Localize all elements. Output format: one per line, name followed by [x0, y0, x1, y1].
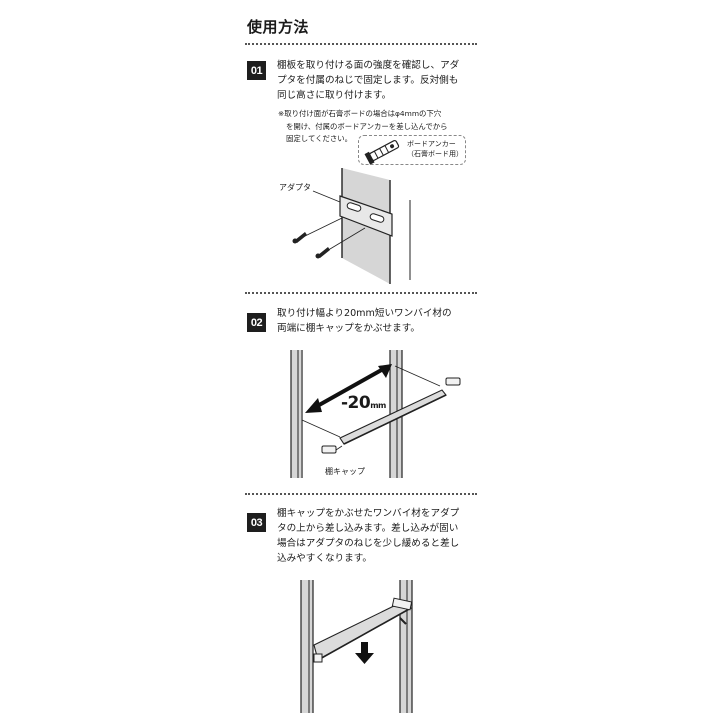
shelf-cap-icon: [321, 445, 337, 454]
section-divider: [245, 43, 477, 45]
shelf-cap-icon: [445, 377, 461, 386]
dimension-value: -20: [341, 393, 371, 413]
section-divider: [245, 493, 477, 495]
step-02-text: 取り付け幅より20mm短いワンバイ材の 両端に棚キャップをかぶせます。: [277, 306, 477, 336]
step-01-line-3: 同じ高さに取り付けます。: [277, 90, 392, 101]
anchor-label-line-2: （石膏ボード用）: [407, 150, 463, 158]
dimension-label: -20mm: [341, 393, 386, 413]
adapter-label: アダプタ: [279, 183, 311, 192]
step-badge-03: 03: [247, 513, 266, 532]
step-03-line-1: 棚キャップをかぶせたワンバイ材をアダプ: [277, 508, 460, 519]
step-03-line-2: タの上から差し込みます。差し込みが固い: [277, 523, 459, 534]
dimension-unit: mm: [370, 401, 386, 410]
step-01-note: ※取り付け面が石膏ボードの場合はφ4mmの下穴 を開け、付属のボードアンカーを差…: [278, 108, 478, 146]
board-anchor-label: ボードアンカー （石膏ボード用）: [407, 139, 463, 159]
step-02-line-1: 取り付け幅より20mm短いワンバイ材の: [277, 308, 452, 319]
board-anchor-icon: [364, 140, 400, 165]
note-line-1: ※取り付け面が石膏ボードの場合はφ4mmの下穴: [278, 109, 442, 118]
step-03-line-3: 場合はアダプタのねじを少し緩めると差し: [277, 538, 460, 549]
step-01-line-2: プタを付属のねじで固定します。反対側も: [277, 75, 459, 86]
anchor-label-line-1: ボードアンカー: [407, 140, 456, 148]
down-arrow-icon: [355, 642, 374, 664]
page-title: 使用方法: [247, 18, 310, 36]
screw-icon: [292, 232, 307, 244]
step-01-line-1: 棚板を取り付ける面の強度を確認し、アダ: [277, 60, 460, 71]
step-badge-02: 02: [247, 313, 266, 332]
screw-icon: [315, 247, 330, 259]
step-badge-01: 01: [247, 61, 266, 80]
note-line-3: 固定してください。: [286, 134, 353, 143]
shelf-cap-label: 棚キャップ: [325, 467, 365, 476]
step-03-line-4: 込みやすくなります。: [277, 553, 372, 564]
step-02-line-2: 両端に棚キャップをかぶせます。: [277, 323, 420, 334]
step-03-text: 棚キャップをかぶせたワンバイ材をアダプ タの上から差し込みます。差し込みが固い …: [277, 506, 477, 566]
section-divider: [245, 292, 477, 294]
board-anchor-callout: ボードアンカー （石膏ボード用）: [358, 135, 466, 165]
note-line-2: を開け、付属のボードアンカーを差し込んでから: [286, 121, 448, 131]
step-01-text: 棚板を取り付ける面の強度を確認し、アダ プタを付属のねじで固定します。反対側も …: [277, 58, 477, 103]
